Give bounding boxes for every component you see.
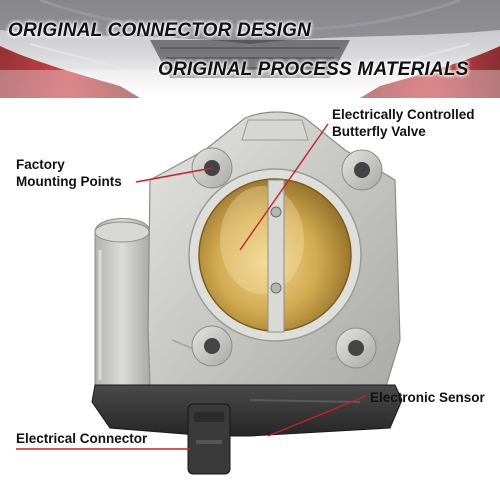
- callout-mounting-line-2: Mounting Points: [16, 174, 122, 189]
- mounting-hole-icon: [348, 340, 364, 356]
- callout-valve-line-2: Butterfly Valve: [332, 124, 426, 139]
- callout-mounting-line-1: Factory: [16, 157, 65, 172]
- valve-shaft: [267, 179, 285, 333]
- car-front-banner: [0, 0, 500, 98]
- callout-mounting-points: Factory Mounting Points: [16, 156, 122, 190]
- callout-electronic-sensor: Electronic Sensor: [370, 390, 485, 405]
- screw-icon: [270, 206, 282, 218]
- callout-valve-line-1: Electrically Controlled: [332, 107, 475, 122]
- callout-electrical-connector: Electrical Connector: [16, 431, 148, 446]
- headline-connector-design: ORIGINAL CONNECTOR DESIGN: [8, 20, 312, 41]
- headline-process-materials: ORIGINAL PROCESS MATERIALS: [158, 59, 469, 80]
- throttle-bore: [188, 168, 362, 342]
- mounting-hole-icon: [204, 338, 220, 354]
- mounting-hole-icon: [354, 162, 370, 178]
- motor-housing: [94, 218, 151, 386]
- callout-butterfly-valve: Electrically Controlled Butterfly Valve: [332, 106, 475, 140]
- car-grille-photo: [0, 0, 500, 98]
- screw-icon: [270, 282, 282, 294]
- mounting-hole-icon: [204, 160, 220, 176]
